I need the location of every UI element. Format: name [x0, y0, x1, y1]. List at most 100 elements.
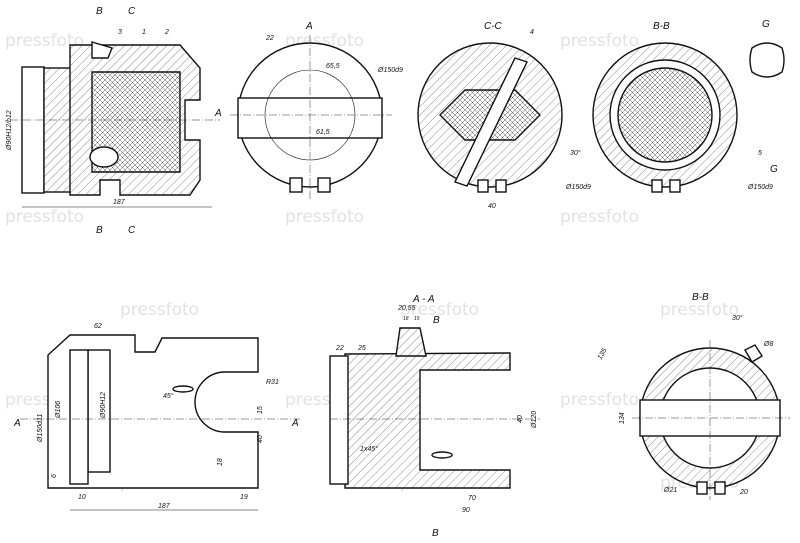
angle-30: 30° — [732, 314, 743, 322]
watermark-text: pressfoto — [120, 300, 199, 320]
section-bb2-title: B-B — [692, 292, 709, 303]
dim-187: 187 — [158, 503, 171, 510]
dim-dia-150-right: Ø150d9 — [747, 184, 773, 191]
section-bb-tab — [669, 179, 681, 193]
section-mark-b-top: B — [433, 315, 440, 326]
dim-90: 90 — [462, 507, 470, 514]
dim-15-small: 15 — [414, 316, 420, 322]
view-a-tab — [289, 177, 303, 193]
dim-25: 25 — [357, 345, 366, 352]
dim-dia-106: Ø106 — [55, 401, 62, 419]
profile-flange — [69, 349, 89, 485]
dim-187: 187 — [113, 199, 126, 206]
watermark-text: pressfoto — [560, 390, 639, 410]
dim-61-5: 61,5 — [316, 129, 330, 136]
dim-10: 10 — [78, 494, 86, 501]
section-aa-key — [395, 327, 427, 357]
dim-dia-8: Ø8 — [763, 341, 773, 348]
view-section-aa: A - A 20,55 18 15 B 22 25 1x45° 40 Ø120 … — [329, 294, 540, 539]
callout-3: 3 — [118, 29, 122, 36]
dim-dia-150-d11: Ø150d11 — [37, 414, 44, 443]
flange-left — [21, 66, 45, 194]
dim-22: 22 — [335, 345, 344, 352]
view-arrow-a: A — [214, 108, 222, 119]
section-bb2-pin — [744, 344, 763, 363]
view-arrow-g: G — [770, 164, 778, 175]
dim-bore-fit: Ø90H12/b12 — [6, 110, 13, 151]
dim-134: 134 — [619, 412, 626, 424]
view-section-cc: C-C 4 40 — [417, 21, 563, 210]
dim-19: 19 — [240, 494, 248, 501]
watermark-text: pressfoto — [285, 207, 364, 227]
section-mark-b-bottom: B — [96, 225, 103, 236]
dim-15: 15 — [257, 406, 264, 414]
callout-4: 4 — [530, 29, 534, 36]
section-aa-flange — [329, 355, 349, 485]
callout-1: 1 — [142, 29, 146, 36]
watermark-text: pressfoto — [560, 207, 639, 227]
dim-dia-150: Ø150d9 — [377, 67, 403, 74]
section-mark-c-top: C — [128, 6, 136, 17]
section-bb-core — [617, 67, 713, 163]
view-a-title: A — [305, 21, 313, 32]
section-cc-title: C-C — [484, 21, 503, 32]
dim-20-55: 20,55 — [397, 305, 416, 312]
view-a: A 22 65,5 Ø150d9 61,5 — [230, 21, 403, 200]
angle-45: 45° — [163, 392, 174, 400]
section-bb-tab — [651, 179, 663, 193]
dim-dia-120: Ø120 — [531, 411, 538, 429]
dim-18-small: 18 — [403, 316, 409, 322]
watermark-text: pressfoto — [5, 31, 84, 51]
dim-40: 40 — [517, 415, 524, 423]
section-bb2-tab — [696, 481, 708, 495]
detail-g-shape — [749, 42, 785, 78]
watermark-text: pressfoto — [400, 300, 479, 320]
detail-g-title: G — [762, 19, 770, 30]
section-aa-hole — [431, 451, 453, 459]
dim-6: 6 — [51, 474, 58, 478]
section-arrow-a-left: A — [13, 418, 21, 429]
callout-2: 2 — [164, 29, 169, 36]
section-bb-title: B-B — [653, 21, 670, 32]
dim-dia-21: Ø21 — [663, 487, 677, 494]
section-cc-pin — [454, 57, 528, 187]
watermark-text: pressfoto — [660, 300, 739, 320]
section-cc-tab — [477, 179, 489, 193]
view-profile: 62 Ø150d11 Ø106 Ø90H12 45° R31 15 40 18 … — [13, 323, 300, 511]
dim-18: 18 — [217, 458, 224, 466]
view-section-bb-2: B-B 30° Ø8 135 134 Ø21 20 — [597, 292, 790, 500]
dim-135: 135 — [597, 347, 609, 361]
dim-70: 70 — [468, 495, 476, 502]
section-mark-c-bottom: C — [128, 225, 136, 236]
section-arrow-a-right: A — [291, 418, 299, 429]
section-aa-title: A - A — [412, 294, 435, 305]
dim-20: 20 — [739, 489, 748, 496]
pin-hole — [89, 146, 119, 168]
dim-62: 62 — [94, 323, 102, 330]
radius-31: R31 — [266, 379, 279, 386]
section-aa-body — [344, 352, 511, 489]
section-mark-b-bottom: B — [432, 528, 439, 539]
flange-hatched — [43, 67, 75, 193]
chamfer: 1x45° — [360, 445, 378, 453]
key-insert — [91, 41, 113, 59]
dim-65-5: 65,5 — [326, 63, 340, 70]
callout-5: 5 — [758, 150, 762, 157]
view-a-tab — [317, 177, 331, 193]
angle-30: 30° — [570, 149, 581, 157]
section-bb2-tab — [714, 481, 726, 495]
view-side-section: 187 Ø90H12/b12 B C B C 3 1 2 A — [6, 6, 222, 236]
dim-22: 22 — [265, 35, 274, 42]
section-mark-b-top: B — [96, 6, 103, 17]
profile-hole — [172, 385, 194, 393]
watermark-text: pressfoto — [560, 31, 639, 51]
section-cc-tab — [495, 179, 507, 193]
watermark-text: pressfoto — [5, 207, 84, 227]
dim-dia-150-left: Ø150d9 — [565, 184, 591, 191]
core-crosshatched — [91, 71, 181, 173]
dim-dia-90: Ø90H12 — [100, 392, 107, 419]
view-detail-g: G — [749, 19, 785, 78]
dim-40: 40 — [488, 203, 496, 210]
view-section-bb: B-B 30° 5 Ø150d9 Ø150d9 G — [565, 21, 778, 193]
